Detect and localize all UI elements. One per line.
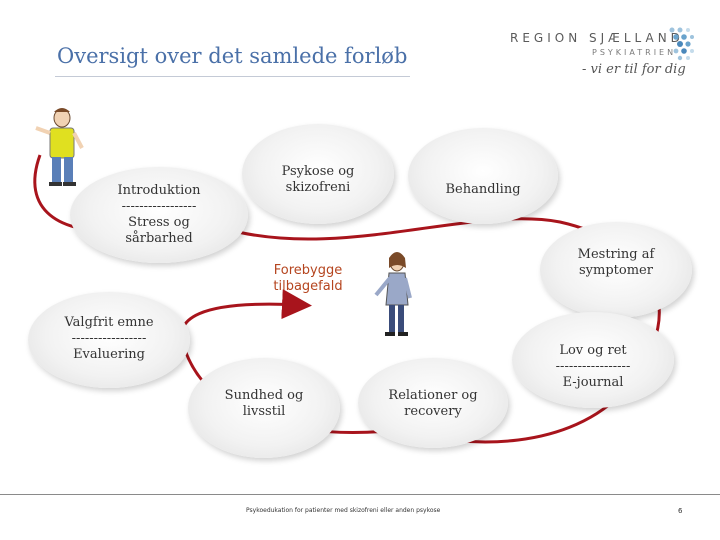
node-sundhed: Sundhed og livsstil [188,358,340,458]
man-figure-icon [36,108,82,186]
footer-divider [0,494,720,495]
center-label-forebygge: Forebygge tilbagefald [258,263,358,295]
node-introduktion: Introduktion ----------------- Stress og… [70,167,248,263]
node-behandling: Behandling [408,128,558,224]
node-valgfrit-label: Valgfrit emne ----------------- Evalueri… [64,315,153,363]
center-label-forebygge-text: Forebygge tilbagefald [273,263,342,294]
node-lov-label: Lov og ret ----------------- E-journal [556,343,631,391]
page-number: 6 [678,507,682,515]
node-psykose-label: Psykose og skizofreni [282,164,355,196]
node-mestring-label: Mestring af symptomer [578,247,655,279]
woman-figure-icon [376,252,410,336]
node-psykose: Psykose og skizofreni [242,124,394,224]
footer-text: Psykoedukation for patienter med skizofr… [246,507,440,514]
node-lov: Lov og ret ----------------- E-journal [512,312,674,408]
node-sundhed-label: Sundhed og livsstil [225,388,304,420]
node-introduktion-label: Introduktion ----------------- Stress og… [118,183,201,247]
node-behandling-label: Behandling [445,182,520,198]
node-relationer-label: Relationer og recovery [388,388,477,420]
node-relationer: Relationer og recovery [358,358,508,448]
node-valgfrit: Valgfrit emne ----------------- Evalueri… [28,292,190,388]
node-mestring: Mestring af symptomer [540,222,692,318]
